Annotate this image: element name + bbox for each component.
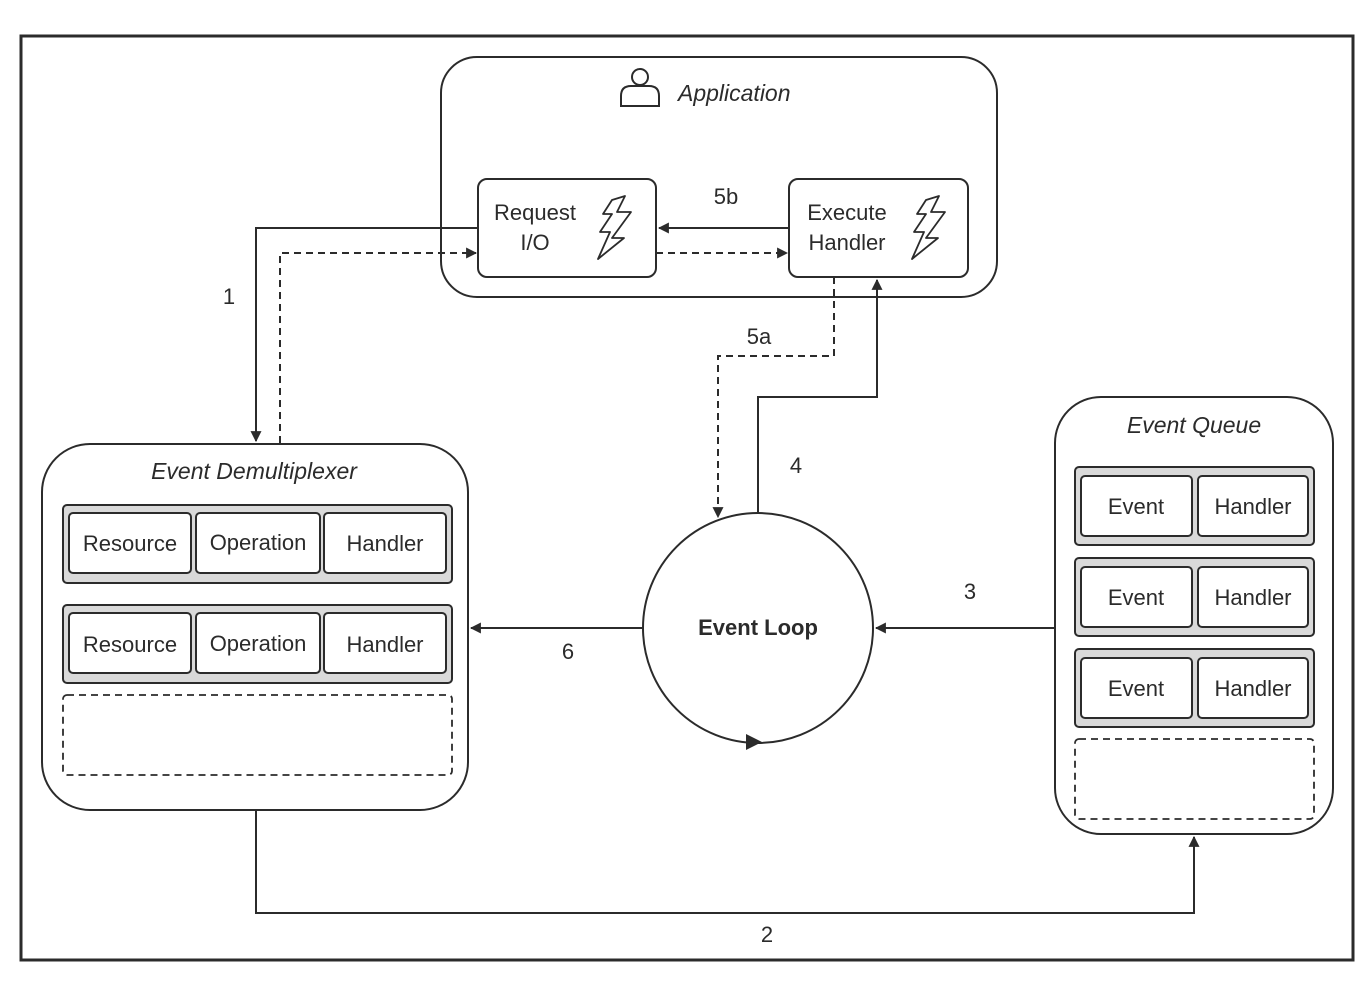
empty-slot bbox=[62, 694, 453, 776]
step-label-4: 4 bbox=[790, 453, 802, 478]
event-demultiplexer-title: Event Demultiplexer bbox=[151, 458, 358, 484]
arrow-step-1 bbox=[250, 227, 478, 443]
application-container: Application Request I/O Execute Handler bbox=[440, 56, 998, 298]
demux-row: Resource Operation Handler bbox=[62, 504, 453, 584]
event-demultiplexer-container: Event Demultiplexer Resource Operation H… bbox=[41, 443, 469, 811]
arrow-step-4 bbox=[757, 278, 883, 513]
event-queue-title: Event Queue bbox=[1127, 412, 1261, 438]
step-label-5a: 5a bbox=[747, 324, 772, 349]
step-label-6: 6 bbox=[562, 639, 574, 664]
queue-row: Event Handler bbox=[1074, 648, 1315, 728]
lightning-icon bbox=[597, 195, 632, 260]
event-cell bbox=[1080, 657, 1193, 719]
request-io-box[interactable]: Request I/O bbox=[477, 178, 657, 278]
resource-label: Resource bbox=[83, 531, 177, 556]
handler-cell bbox=[323, 612, 447, 674]
handler-label: Handler bbox=[1214, 585, 1291, 610]
event-label: Event bbox=[1108, 676, 1164, 701]
resource-cell bbox=[68, 612, 192, 674]
user-icon bbox=[620, 68, 660, 107]
event-loop-node: Event Loop bbox=[642, 512, 874, 750]
handler-label: Handler bbox=[1214, 676, 1291, 701]
handler-cell bbox=[1197, 475, 1309, 537]
step-label-2: 2 bbox=[761, 922, 773, 947]
handler-cell bbox=[323, 512, 447, 574]
handler-label: Handler bbox=[1214, 494, 1291, 519]
arrow-step-5a bbox=[712, 277, 835, 519]
event-loop-label: Event Loop bbox=[698, 615, 818, 640]
lightning-icon bbox=[911, 195, 946, 260]
handler-label: Handler bbox=[346, 531, 423, 556]
operation-cell bbox=[195, 612, 321, 674]
execute-handler-box[interactable]: Execute Handler bbox=[788, 178, 969, 278]
resource-cell bbox=[68, 512, 192, 574]
empty-slot bbox=[1074, 738, 1315, 820]
step-label-3: 3 bbox=[964, 579, 976, 604]
execute-handler-label-line2: Handler bbox=[808, 230, 885, 255]
request-io-label-line1: Request bbox=[494, 200, 576, 225]
request-io-label-line2: I/O bbox=[520, 230, 549, 255]
loop-direction-arrowhead bbox=[746, 734, 762, 750]
application-title: Application bbox=[676, 80, 791, 106]
event-queue-container: Event Queue Event Handler Event Handler … bbox=[1054, 396, 1334, 835]
step-label-1: 1 bbox=[223, 284, 235, 309]
handler-cell bbox=[1197, 657, 1309, 719]
handler-label: Handler bbox=[346, 632, 423, 657]
queue-row: Event Handler bbox=[1074, 466, 1315, 546]
event-cell bbox=[1080, 475, 1193, 537]
execute-handler-label-line1: Execute bbox=[807, 200, 887, 225]
event-label: Event bbox=[1108, 494, 1164, 519]
queue-row: Event Handler bbox=[1074, 557, 1315, 637]
handler-cell bbox=[1197, 566, 1309, 628]
operation-cell bbox=[195, 512, 321, 574]
arrow-dashed-demux-to-request bbox=[279, 247, 478, 443]
step-label-5b: 5b bbox=[714, 184, 738, 209]
operation-label: Operation bbox=[210, 631, 307, 656]
outer-frame bbox=[19, 34, 1355, 962]
demux-row: Resource Operation Handler bbox=[62, 604, 453, 684]
arrow-step-2 bbox=[255, 810, 1200, 914]
event-label: Event bbox=[1108, 585, 1164, 610]
event-cell bbox=[1080, 566, 1193, 628]
operation-label: Operation bbox=[210, 530, 307, 555]
resource-label: Resource bbox=[83, 632, 177, 657]
